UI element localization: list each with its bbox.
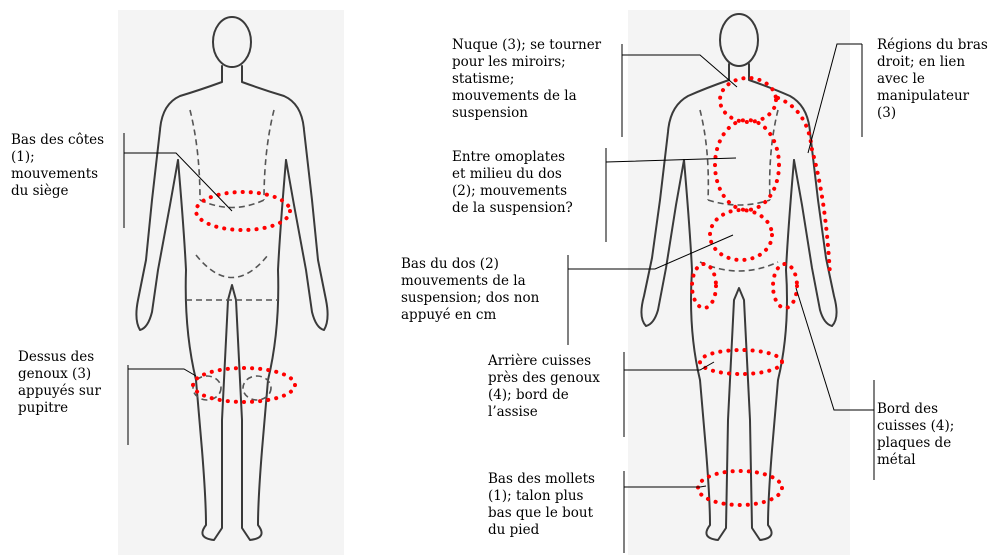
back-figure-background	[628, 10, 850, 555]
front-figure-background	[118, 10, 344, 555]
